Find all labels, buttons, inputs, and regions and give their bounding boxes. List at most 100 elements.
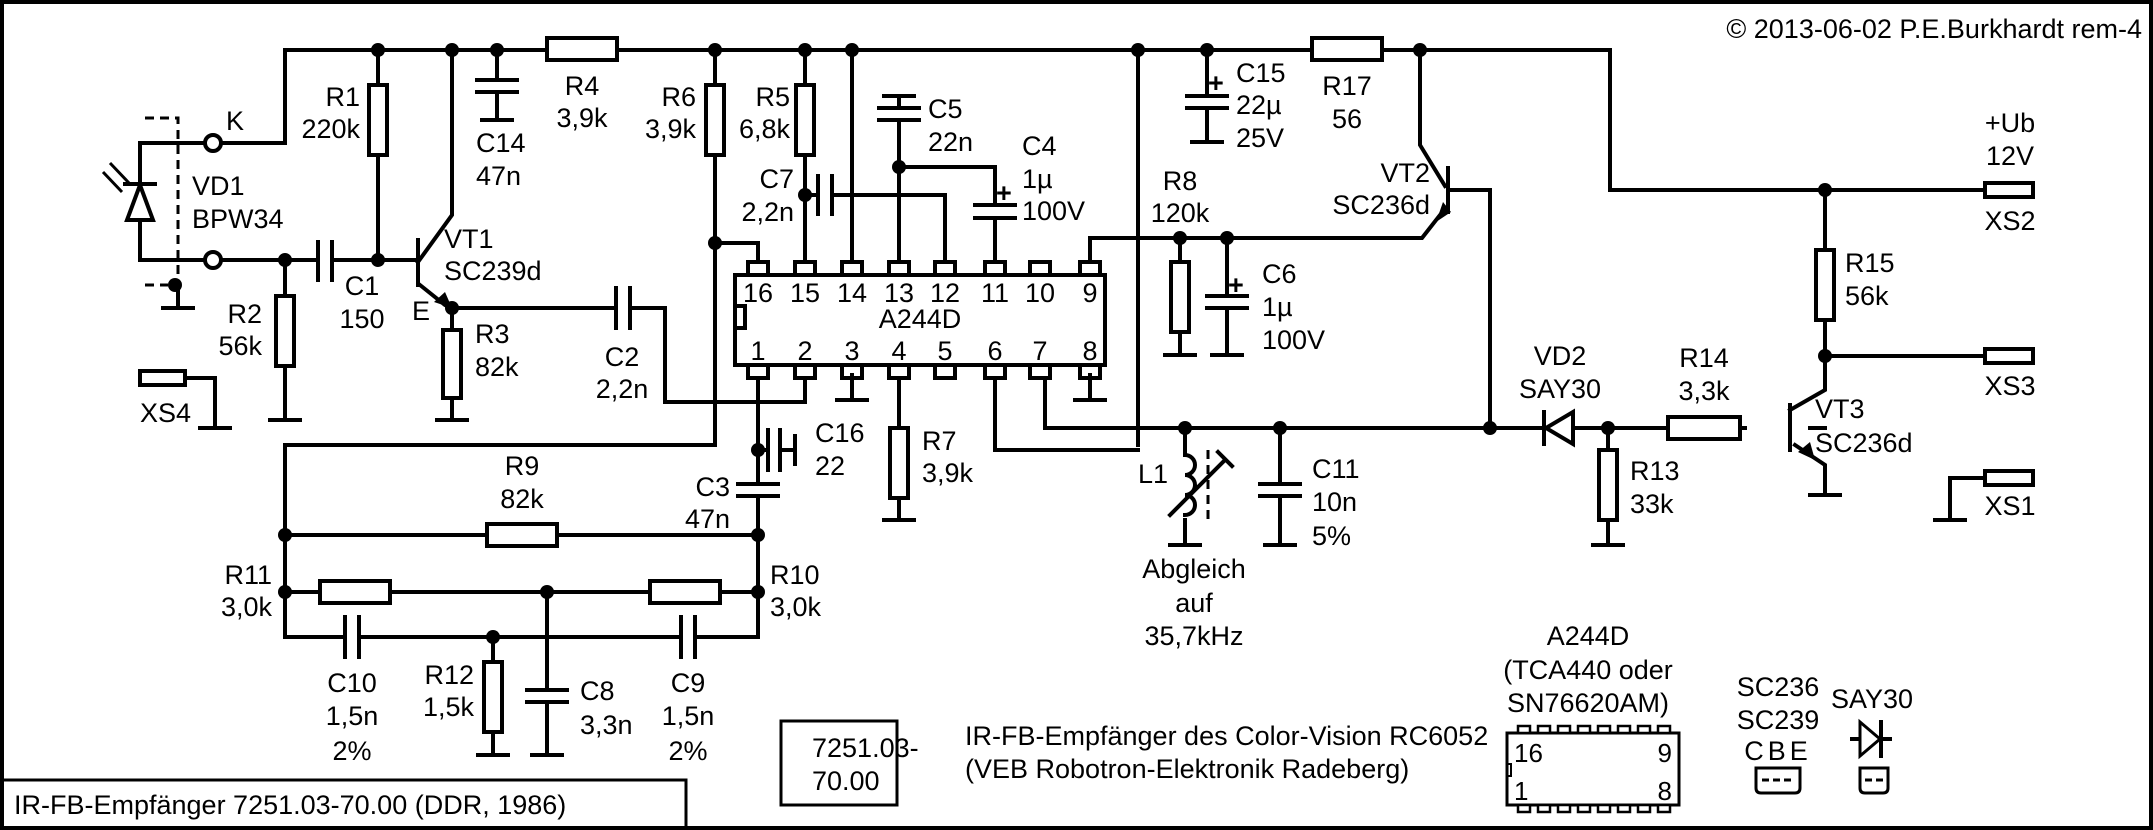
- c15-ref: C15: [1236, 58, 1286, 88]
- legend-ic-alt2: SN76620AM): [1507, 688, 1669, 718]
- legend-ic-pin-stub: [1556, 803, 1572, 814]
- resistor-r8: R8 120k: [1151, 166, 1210, 357]
- resistor-r11: R11 3,0k: [221, 560, 392, 622]
- r7-value: 3,9k: [922, 458, 974, 488]
- r6-ref: R6: [661, 82, 696, 112]
- r15-value: 56k: [1845, 281, 1889, 311]
- c8-ref: C8: [580, 676, 615, 706]
- inductor-l1: L1 Abgleich auf 35,7kHz: [1138, 449, 1246, 651]
- resistor-r3: R3 82k: [435, 319, 519, 422]
- ic-pin-9: 9: [1082, 278, 1097, 308]
- r2-ref: R2: [227, 299, 262, 329]
- c6-rating: 100V: [1262, 325, 1325, 355]
- legend-ic-pin-stub: [1516, 724, 1532, 735]
- c11-tol: 5%: [1312, 521, 1351, 551]
- capacitor-c16: C16 22: [766, 418, 865, 481]
- ic-pin-stub-bottom: [1028, 363, 1052, 380]
- r12-ref: R12: [424, 660, 474, 690]
- supply-label: +Ub: [1985, 108, 2035, 138]
- ic-a244d: A244D 16 15 14 13 12 11 10 9 1 2 3 4 5 6…: [733, 260, 1107, 402]
- c11-value: 10n: [1312, 487, 1357, 517]
- legend-ic-pinout: A244D (TCA440 oder SN76620AM) 16 9 1 8: [1503, 621, 1681, 814]
- r7-ref: R7: [922, 426, 957, 456]
- c11-ref: C11: [1312, 454, 1360, 484]
- r8-value: 120k: [1151, 198, 1210, 228]
- ic-pin-stub-top: [1078, 260, 1102, 277]
- ic-pin-15: 15: [790, 278, 820, 308]
- ic-pin-stub-bottom: [793, 363, 817, 380]
- c1-value: 150: [339, 304, 384, 334]
- supply-voltage: 12V: [1986, 141, 2034, 171]
- ic-pin-14: 14: [837, 278, 867, 308]
- resistor-r1: R1 220k: [301, 82, 389, 157]
- transistor-vt2: VT2 SC236d: [1332, 158, 1451, 222]
- resistor-r2: R2 56k: [218, 294, 302, 422]
- c4-rating: 100V: [1022, 196, 1085, 226]
- c3-ref: C3: [695, 472, 730, 502]
- ic-pin-stub-top: [793, 260, 817, 277]
- c4-ref: C4: [1022, 131, 1057, 161]
- ic-pin-12: 12: [930, 278, 960, 308]
- ic-pin-stub-top: [887, 260, 911, 277]
- legend-ic-pin-stub: [1596, 803, 1612, 814]
- ic-pin-stub-top: [933, 260, 957, 277]
- legend-diode-name: SAY30: [1831, 684, 1913, 714]
- vd1-value: BPW34: [192, 204, 284, 234]
- legend-diode-pinout: SAY30: [1831, 684, 1913, 795]
- resistor-r6: R6 3,9k: [645, 82, 726, 157]
- r17-ref: R17: [1322, 71, 1372, 101]
- l1-note-2: auf: [1175, 588, 1213, 618]
- ic-pin-7: 7: [1032, 336, 1047, 366]
- capacitor-c11: C11 10n 5%: [1258, 454, 1360, 551]
- c7-value: 2,2n: [741, 197, 794, 227]
- r17-value: 56: [1332, 104, 1362, 134]
- r14-value: 3,3k: [1678, 376, 1730, 406]
- legend-pin-1: 1: [1514, 776, 1528, 806]
- ic-pin-stub-top: [983, 260, 1007, 277]
- ic-pin-stub-bottom: [887, 363, 911, 380]
- legend-ic-pin-stub: [1636, 724, 1652, 735]
- transistor-vt1: VT1 SC239d E: [412, 224, 542, 326]
- ic-pin-13: 13: [884, 278, 914, 308]
- r15-ref: R15: [1845, 248, 1895, 278]
- l1-note-1: Abgleich: [1142, 554, 1246, 584]
- capacitor-c10: C10 1,5n 2%: [326, 615, 379, 766]
- legend-pin-9: 9: [1658, 738, 1672, 768]
- capacitor-c9: C9 1,5n 2%: [662, 615, 714, 766]
- c15-rating: 25V: [1236, 123, 1284, 153]
- capacitor-c6: + C6 1µ 100V: [1205, 259, 1325, 357]
- r12-value: 1,5k: [423, 692, 475, 722]
- xs2-label: XS2: [1984, 206, 2035, 236]
- ic-pin-11: 11: [981, 278, 1009, 308]
- connector-xs1: XS1: [1933, 469, 2036, 522]
- r1-ref: R1: [325, 82, 360, 112]
- legend-transistor-1: SC236: [1737, 672, 1820, 702]
- vt3-ref: VT3: [1815, 394, 1865, 424]
- ic-pin-stub-top: [1028, 260, 1052, 277]
- vt2-value: SC236d: [1332, 190, 1430, 220]
- doc-number-line1: 7251.03-: [812, 733, 919, 763]
- ic-pin-4: 4: [891, 336, 906, 366]
- vd1-ref: VD1: [192, 171, 245, 201]
- c9-tol: 2%: [668, 736, 707, 766]
- r6-value: 3,9k: [645, 114, 697, 144]
- xs1-label: XS1: [1984, 491, 2035, 521]
- doc-number-box: 7251.03- 70.00: [779, 719, 919, 807]
- copyright-text: © 2013-06-02 P.E.Burkhardt rem-4: [1726, 14, 2142, 44]
- ic-pin-3: 3: [844, 336, 859, 366]
- connector-xs2: +Ub 12V XS2: [1983, 108, 2036, 236]
- r2-value: 56k: [218, 331, 262, 361]
- capacitor-c7: C7 2,2n: [741, 164, 834, 227]
- c6-plus: +: [1228, 270, 1244, 300]
- resistor-r14: R14 3,3k: [1606, 343, 1742, 441]
- c10-value: 1,5n: [326, 701, 379, 731]
- title-block-frame: [0, 778, 688, 830]
- capacitor-c15: + C15 22µ 25V: [1185, 58, 1286, 153]
- ic-pins-top: [746, 260, 1102, 277]
- c4-plus: +: [996, 178, 1012, 208]
- c1-ref: C1: [345, 271, 380, 301]
- capacitor-c5: C5 22n: [877, 94, 973, 157]
- c2-ref: C2: [605, 342, 640, 372]
- legend-pin-8: 8: [1658, 776, 1672, 806]
